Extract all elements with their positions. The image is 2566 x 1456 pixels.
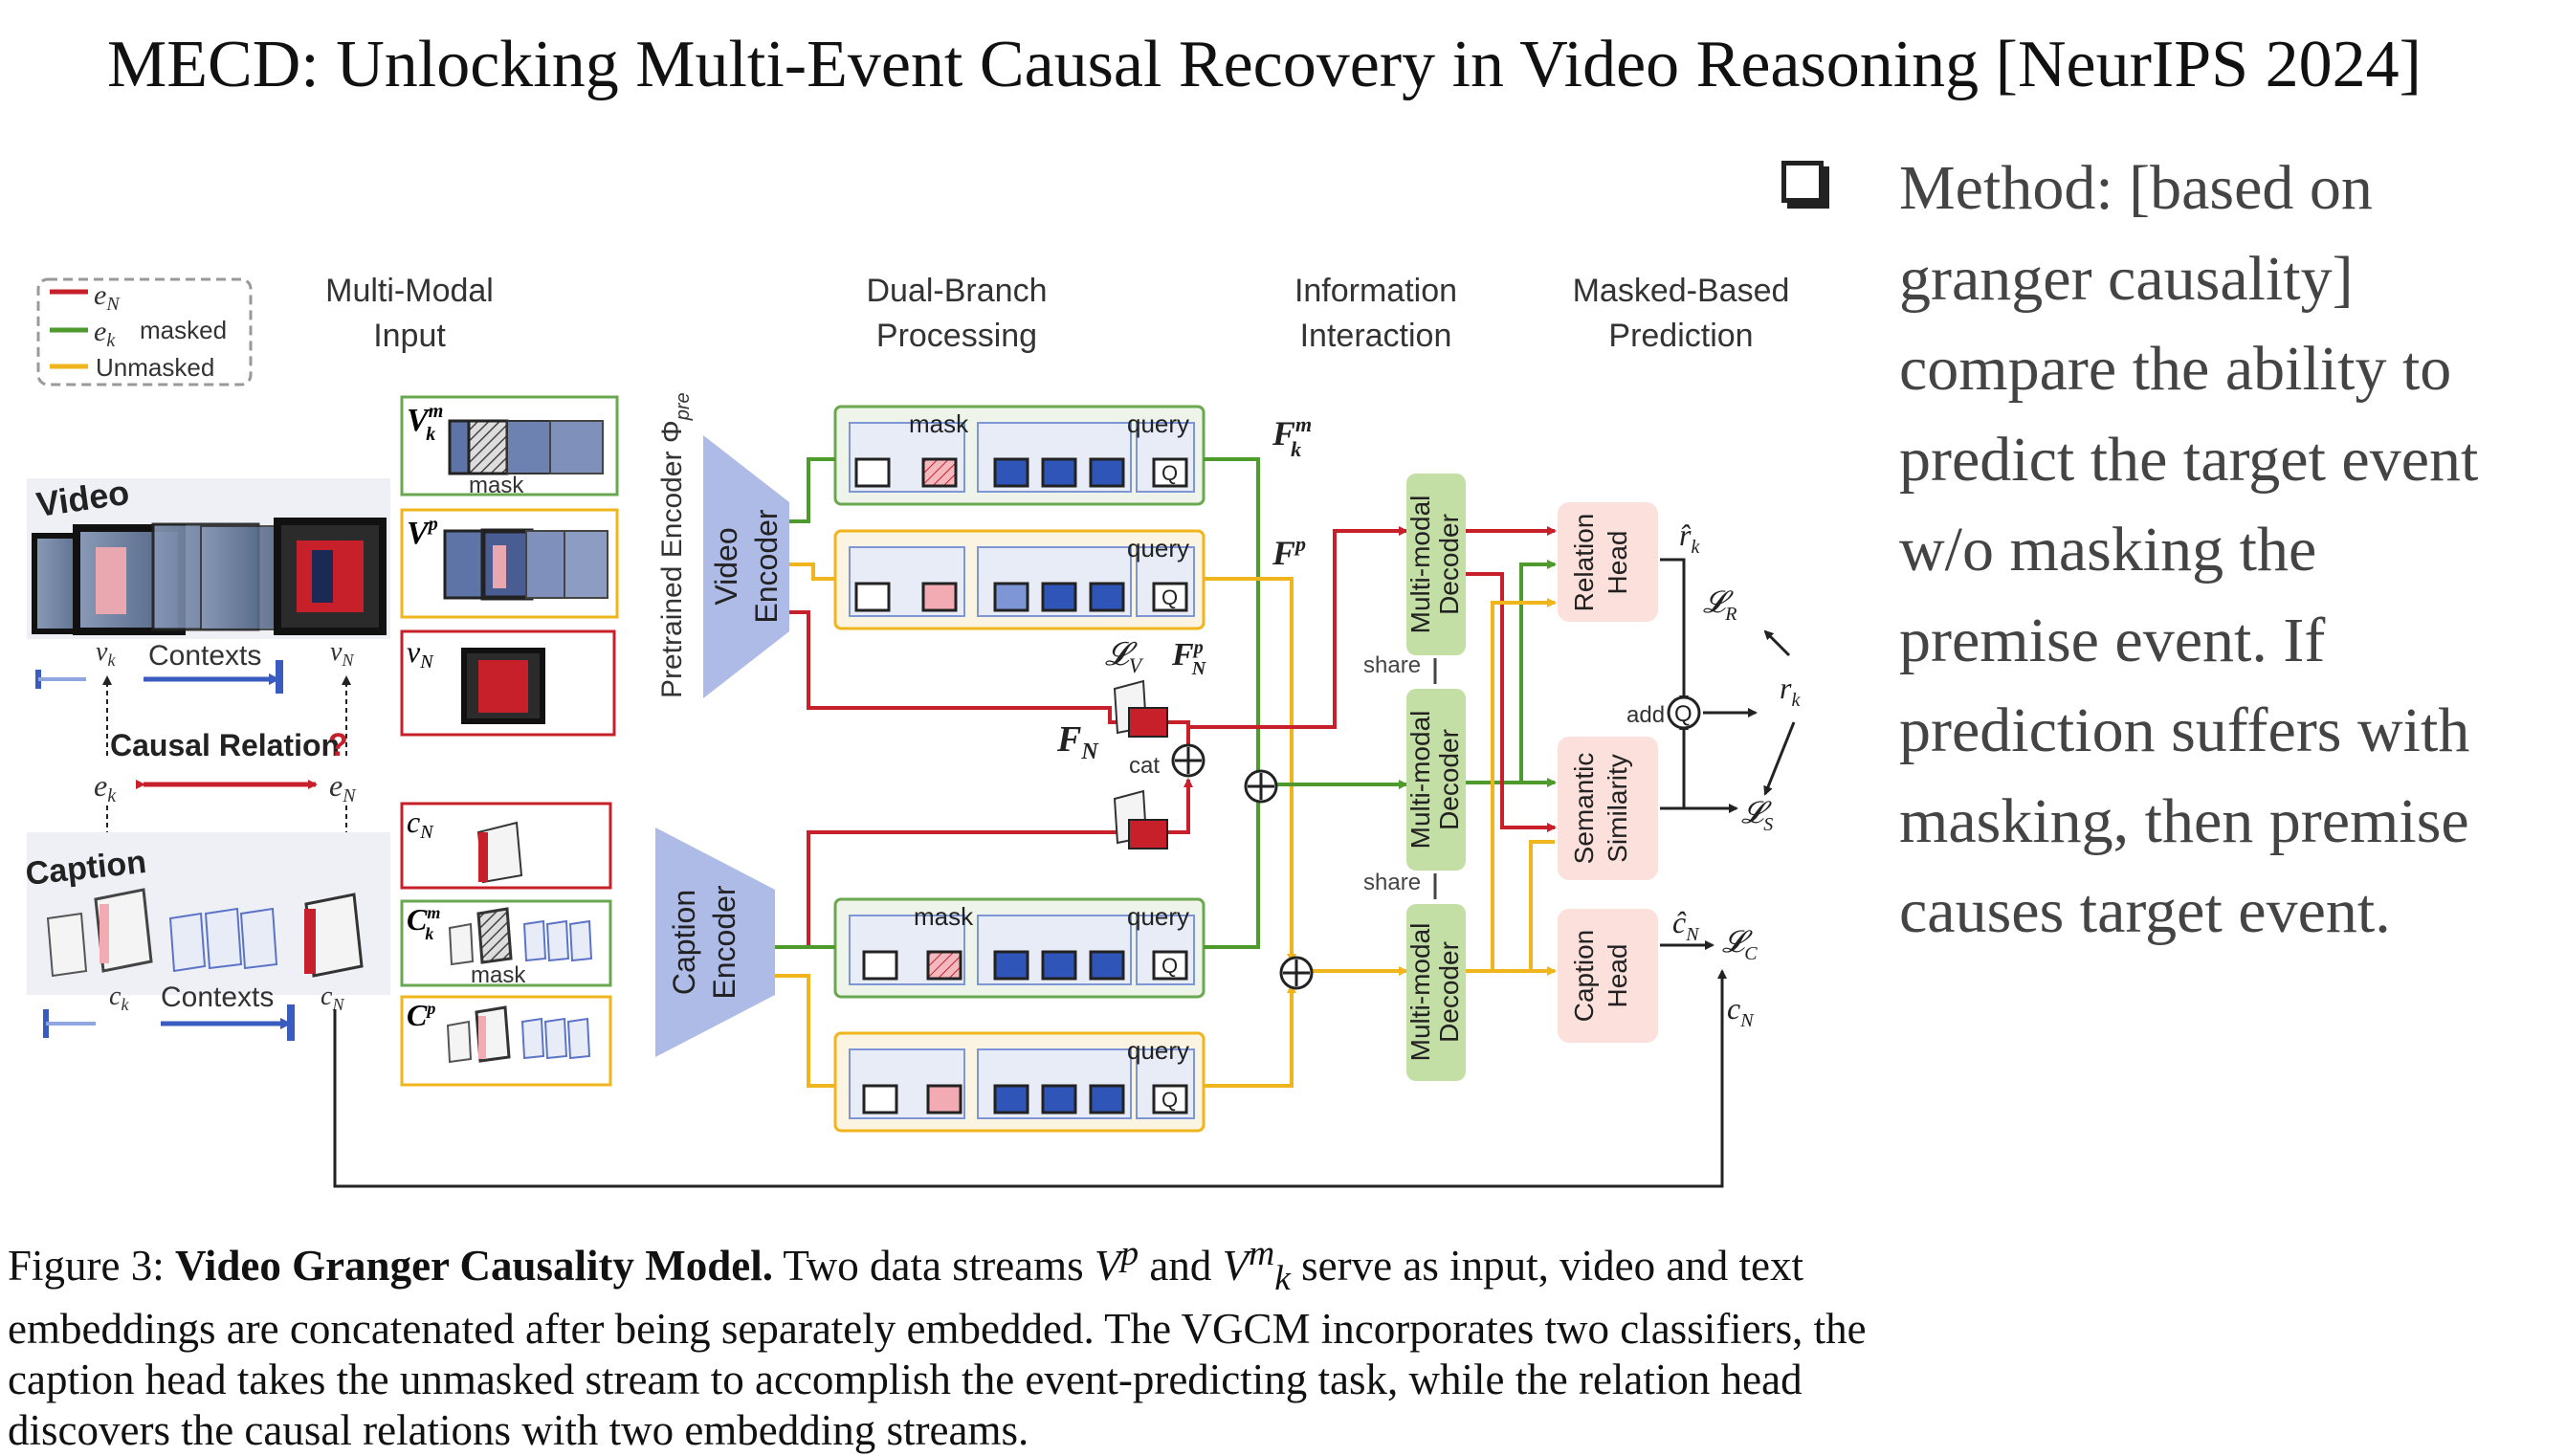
branch-mask-label: mask — [909, 409, 969, 438]
svg-text:Q: Q — [1674, 701, 1692, 727]
svg-text:query: query — [1127, 534, 1189, 563]
stage-headers: Multi-Modal Input Dual-Branch Processing… — [325, 273, 1789, 354]
slide-title: MECD: Unlocking Multi-Event Causal Recov… — [107, 28, 2422, 101]
decoder-middle — [1406, 689, 1466, 871]
pretrained-encoder-label: Pretrained Encoder Φpre — [656, 392, 694, 698]
prediction-heads: Relation Head Semantic Similarity Captio… — [1558, 502, 1658, 1043]
svg-text:Fmk: Fmk — [1272, 412, 1312, 461]
svg-text:Encoder: Encoder — [707, 885, 741, 1000]
svg-text:rk: rk — [1780, 671, 1801, 711]
legend-en: e — [94, 279, 106, 311]
caption-encoder — [655, 827, 775, 1057]
svg-text:query: query — [1127, 902, 1189, 931]
svg-text:Head: Head — [1603, 531, 1632, 595]
header-input-1: Multi-Modal — [325, 273, 494, 309]
svg-text:vN: vN — [330, 637, 354, 670]
video-panel: Video vk Contexts vN — [27, 473, 390, 694]
checkbox-square-icon — [1781, 161, 1824, 203]
decoder-top — [1406, 474, 1466, 655]
svg-text:Multi-modal: Multi-modal — [1405, 711, 1435, 849]
svg-text:𝓛S: 𝓛S — [1741, 795, 1773, 835]
svg-text:cN: cN — [1727, 991, 1755, 1031]
svg-text:FN: FN — [1056, 719, 1099, 764]
svg-text:Decoder: Decoder — [1434, 941, 1464, 1043]
svg-text:Semantic: Semantic — [1569, 753, 1599, 865]
branch-boxes: Q mask query Q query Q mask query — [833, 405, 1206, 1133]
svg-text:Vp: Vp — [407, 514, 438, 551]
svg-text:FpN: FpN — [1171, 637, 1207, 679]
add-label: add — [1626, 702, 1665, 728]
svg-text:Video: Video — [709, 527, 743, 605]
svg-text:Head: Head — [1603, 944, 1632, 1008]
caption-contexts-label: Contexts — [161, 982, 274, 1013]
svg-text:Multi-modal: Multi-modal — [1405, 496, 1435, 634]
input-mask-label-2: mask — [471, 962, 526, 988]
svg-text:cN: cN — [407, 805, 434, 843]
caption-documents-icon — [46, 888, 364, 978]
video-frames-icon — [32, 518, 387, 635]
svg-text:ek: ek — [94, 316, 116, 351]
header-pred-2: Prediction — [1608, 318, 1753, 354]
svg-text:query: query — [1127, 1036, 1189, 1065]
input-mask-label: mask — [469, 473, 524, 498]
branch-query-label: query — [1127, 409, 1189, 438]
share-label-2: share — [1363, 870, 1421, 895]
svg-text:eN: eN — [94, 279, 121, 315]
caption-panel: Caption ck Contexts cN — [24, 832, 390, 1041]
svg-text:ek: ek — [94, 768, 117, 806]
cat-label: cat — [1129, 753, 1160, 779]
svg-text:vk: vk — [96, 637, 116, 670]
flow-lines — [333, 457, 1796, 1188]
svg-text:Relation: Relation — [1569, 514, 1599, 612]
semantic-similarity-head — [1558, 737, 1658, 880]
caption-head — [1558, 909, 1658, 1043]
header-pred-1: Masked-Based — [1573, 273, 1790, 309]
share-label-1: share — [1363, 652, 1421, 678]
relation-head — [1558, 502, 1658, 622]
svg-text:ĉN: ĉN — [1672, 905, 1700, 945]
svg-text:Decoder: Decoder — [1434, 729, 1464, 830]
header-dual-2: Processing — [876, 318, 1037, 354]
video-contexts-label: Contexts — [148, 640, 261, 672]
legend: eN ek masked Unmasked — [36, 277, 253, 386]
decoders: Multi-modal Decoder Multi-modal Decoder … — [1363, 474, 1466, 1081]
fusion-nodes: cat Q add — [1113, 679, 1701, 990]
svg-text:𝓛V: 𝓛V — [1105, 637, 1144, 677]
svg-text:Decoder: Decoder — [1434, 514, 1464, 615]
decoder-bottom — [1406, 904, 1466, 1081]
svg-text:Q: Q — [1161, 585, 1178, 609]
svg-text:Caption: Caption — [667, 890, 701, 995]
caption-bold-title: Video Granger Causality Model. — [175, 1242, 773, 1290]
header-dual-1: Dual-Branch — [867, 273, 1048, 309]
causal-relation-label: Causal Relation — [110, 728, 340, 762]
svg-text:Fp: Fp — [1272, 532, 1306, 572]
svg-text:𝓛R: 𝓛R — [1703, 585, 1736, 625]
legend-unmasked: Unmasked — [96, 353, 214, 382]
legend-masked: masked — [140, 316, 227, 344]
caption-prefix: Figure 3: — [8, 1242, 175, 1290]
header-info-2: Interaction — [1300, 318, 1452, 354]
encoders: Pretrained Encoder Φpre Video Encoder Ca… — [655, 392, 789, 1057]
svg-text:Similarity: Similarity — [1603, 754, 1632, 863]
question-mark: ? — [328, 727, 348, 763]
svg-text:eN: eN — [329, 768, 357, 806]
svg-text:Q: Q — [1161, 954, 1178, 978]
method-description: Method: [based on granger causality] com… — [1899, 153, 2479, 946]
svg-text:Multi-modal: Multi-modal — [1405, 923, 1435, 1062]
svg-text:r̂k: r̂k — [1679, 518, 1700, 558]
svg-text:mask: mask — [914, 902, 974, 931]
svg-text:𝓛C: 𝓛C — [1722, 924, 1758, 964]
svg-text:Q: Q — [1161, 1088, 1178, 1112]
svg-text:Caption: Caption — [1569, 930, 1599, 1023]
svg-text:Q: Q — [1161, 461, 1178, 485]
header-input-2: Input — [373, 318, 446, 354]
video-encoder — [703, 435, 789, 698]
figure-caption: Figure 3: Video Granger Causality Model.… — [8, 1234, 1867, 1454]
header-info-1: Information — [1294, 273, 1457, 309]
svg-text:Encoder: Encoder — [749, 509, 784, 624]
